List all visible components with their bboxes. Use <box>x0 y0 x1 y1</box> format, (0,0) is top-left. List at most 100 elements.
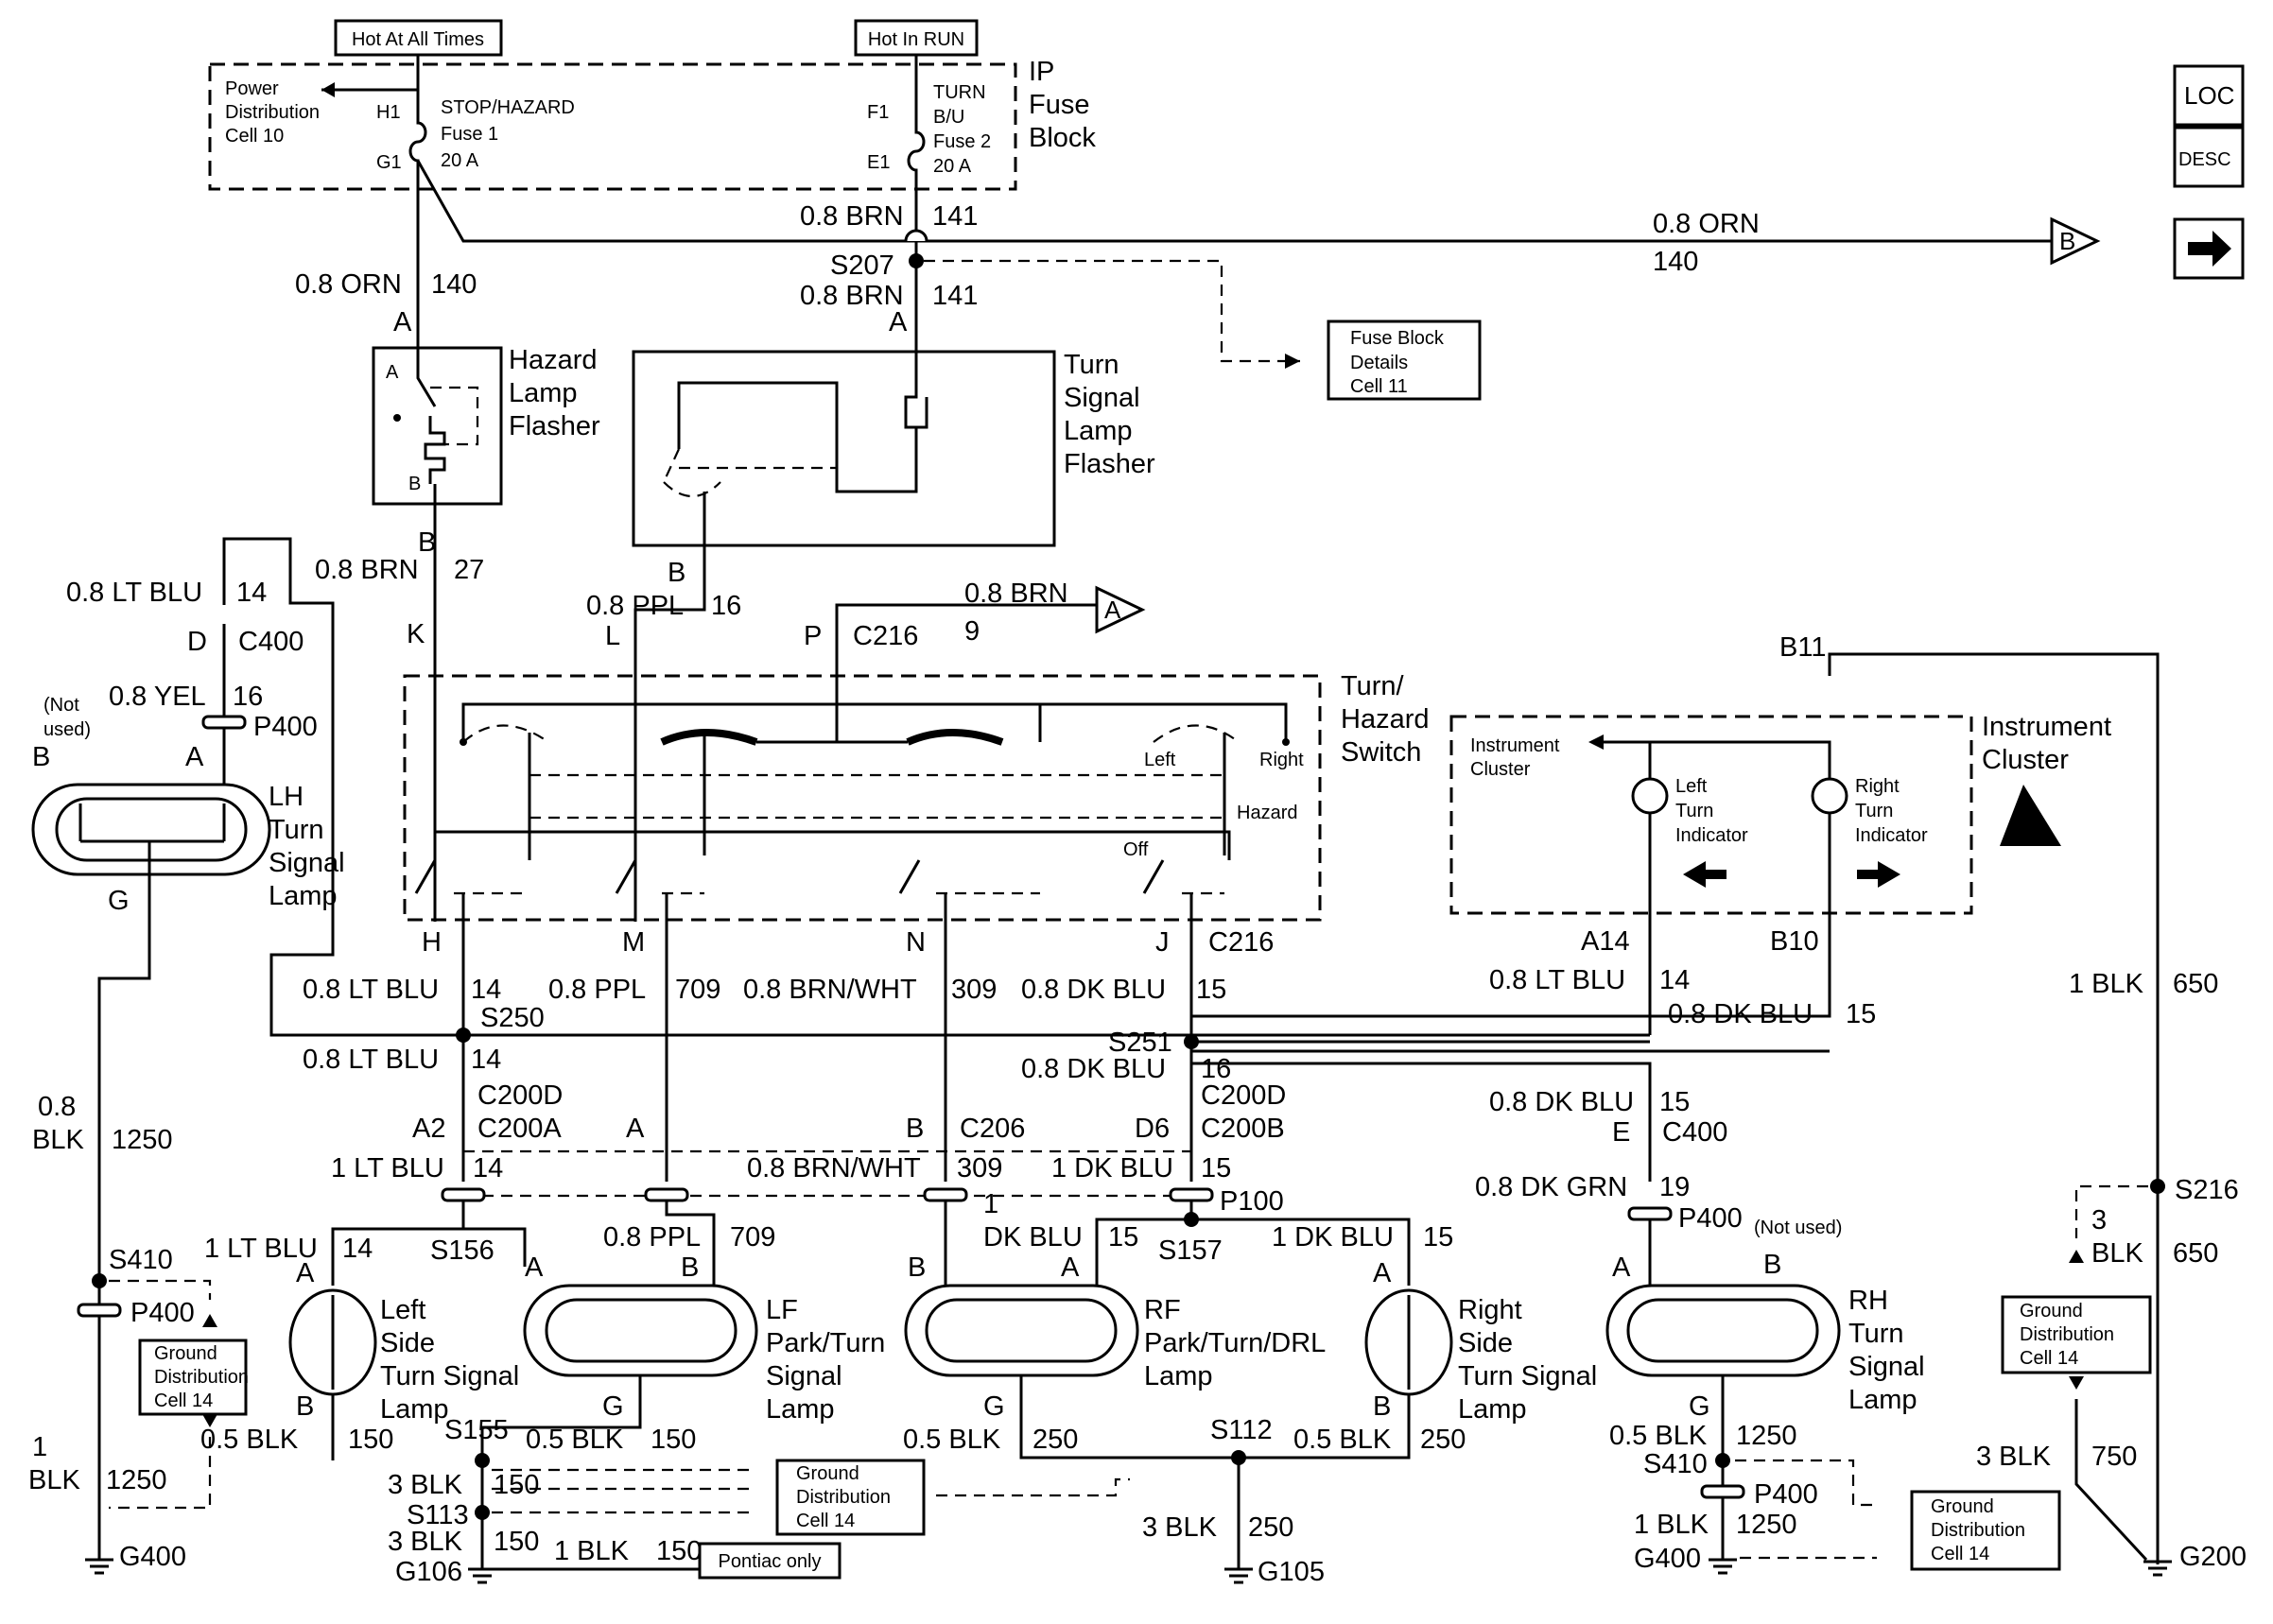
m-c400: C400 <box>1662 1117 1727 1148</box>
c206-connector <box>923 1187 968 1202</box>
rf-label-2: Park/Turn/DRL <box>1144 1328 1326 1358</box>
lh-splice-s410 <box>92 1273 107 1288</box>
b-w150c: 3 BLK <box>388 1470 463 1500</box>
ls-a: A <box>296 1258 315 1288</box>
b-w1250b: 1 BLK <box>1634 1510 1709 1540</box>
pin-h: H <box>422 927 442 958</box>
lh-w14: 0.8 LT BLU <box>66 578 202 608</box>
m-c200d: C200D <box>477 1080 563 1111</box>
lh-w1250b-b: BLK <box>28 1465 80 1495</box>
right-turn-indicator-bulb <box>1811 777 1848 815</box>
w9: 0.8 BRN <box>964 579 1068 609</box>
a-ref-arrow <box>1095 585 1146 634</box>
rf-g: G <box>983 1391 1005 1422</box>
pontiac-only-box <box>698 1542 842 1580</box>
b-n250a: 250 <box>1032 1425 1078 1455</box>
b-n250c: 250 <box>1248 1512 1293 1543</box>
switch-off: Off <box>1123 839 1149 860</box>
gd106-1: Ground <box>796 1463 859 1484</box>
cluster-inner-1: Instrument <box>1470 735 1560 756</box>
cluster-inner-2: Cluster <box>1470 759 1531 780</box>
instrument-cluster-outline <box>1449 715 1973 915</box>
desc-button[interactable] <box>2173 126 2245 188</box>
lh-p400b-label: P400 <box>130 1298 195 1328</box>
lh-label-3: Signal <box>269 848 345 878</box>
fbd-2: Details <box>1350 353 1408 373</box>
loc-label: LOC <box>2184 81 2234 110</box>
switch-left: Left <box>1144 750 1176 770</box>
ground-g106-icon <box>468 1567 496 1584</box>
m-c200a: C200A <box>477 1114 562 1144</box>
gd200-1: Ground <box>2020 1301 2083 1322</box>
esd-warning-icon <box>2000 785 2061 846</box>
rf-label-3: Lamp <box>1144 1361 1213 1391</box>
ls-s: S156 <box>430 1235 495 1266</box>
lf-label-1: LF <box>766 1295 798 1325</box>
switch-label-1: Turn/ <box>1341 671 1405 701</box>
n140-r: 140 <box>1653 247 1698 277</box>
fuse2-wire <box>907 55 926 340</box>
b-g106: G106 <box>395 1557 462 1587</box>
cl-w14: 0.8 LT BLU <box>1489 965 1625 995</box>
lh-a: A <box>185 742 204 772</box>
ls-label-1: Left <box>380 1295 425 1325</box>
m-n309: 309 <box>951 975 997 1005</box>
rti-3: Indicator <box>1855 825 1928 846</box>
pin-l: L <box>605 621 620 651</box>
lti-1: Left <box>1675 776 1708 797</box>
b-s112: S112 <box>1210 1415 1273 1445</box>
n141a: 141 <box>932 201 978 232</box>
splice-s113 <box>475 1505 490 1520</box>
loc-button[interactable] <box>2173 64 2245 127</box>
ls-w: 1 LT BLU <box>204 1234 318 1264</box>
m-w1dkblu: 1 DK BLU <box>1051 1153 1173 1183</box>
rh-label-1: RH <box>1848 1286 1888 1316</box>
m-w650b-a: 3 <box>2091 1205 2107 1235</box>
lf-label-4: Lamp <box>766 1394 835 1425</box>
pin-g1: G1 <box>376 152 402 173</box>
m-wgrn: 0.8 DK GRN <box>1475 1172 1627 1202</box>
splice-s155 <box>475 1453 490 1468</box>
power-dist-3: Cell 10 <box>225 126 284 147</box>
lh-w1250-a: 0.8 <box>38 1092 76 1122</box>
hz-a: A <box>393 307 412 337</box>
lh-label-1: LH <box>269 782 304 812</box>
pin-b11: B11 <box>1779 632 1826 663</box>
lh-n1250: 1250 <box>112 1125 173 1155</box>
gd200-2: Distribution <box>2020 1324 2114 1345</box>
a-ref: A <box>1104 596 1121 624</box>
rf-label-1: RF <box>1144 1295 1181 1325</box>
m-n709: 709 <box>675 975 720 1005</box>
lh-turn-signal-lamp <box>31 783 271 876</box>
rh-a: A <box>1612 1253 1631 1283</box>
n16: 16 <box>711 591 741 621</box>
pin-f1: F1 <box>867 102 889 123</box>
rs-label-2: Side <box>1458 1328 1513 1358</box>
hot-in-run-label: Hot In RUN <box>868 29 964 50</box>
arrow-right-icon <box>2188 231 2231 267</box>
m-w709: 0.8 PPL <box>548 975 646 1005</box>
pin-j: J <box>1155 927 1170 958</box>
b-w150d: 3 BLK <box>388 1527 463 1557</box>
rs-b: B <box>1373 1391 1391 1422</box>
m-s216: S216 <box>2175 1175 2239 1205</box>
b-w250a: 0.5 BLK <box>903 1425 1001 1455</box>
lh-gd-3: Cell 14 <box>154 1391 213 1411</box>
m-c206: C206 <box>960 1114 1025 1144</box>
rs-a: A <box>1373 1258 1392 1288</box>
cl-w15: 0.8 DK BLU <box>1668 999 1813 1029</box>
m-d6: D6 <box>1135 1114 1170 1144</box>
lh-g400: G400 <box>119 1542 186 1572</box>
fuse1-l3: 20 A <box>441 150 479 171</box>
rh-splice-s410 <box>1715 1453 1730 1468</box>
hazard-label-1: Hazard <box>509 345 598 375</box>
n141b: 141 <box>932 281 978 311</box>
hot-at-all-times-label: Hot At All Times <box>352 29 484 50</box>
m-n15c: 15 <box>1659 1087 1690 1117</box>
ip-fuse-block-outline <box>208 62 1017 191</box>
rs-w: 1 DK BLU <box>1272 1222 1394 1253</box>
b-n150a: 150 <box>348 1425 393 1455</box>
g200-ground-dist-box <box>2001 1295 2152 1374</box>
ls-label-3: Turn Signal <box>380 1361 519 1391</box>
w140: 0.8 ORN <box>295 269 402 300</box>
